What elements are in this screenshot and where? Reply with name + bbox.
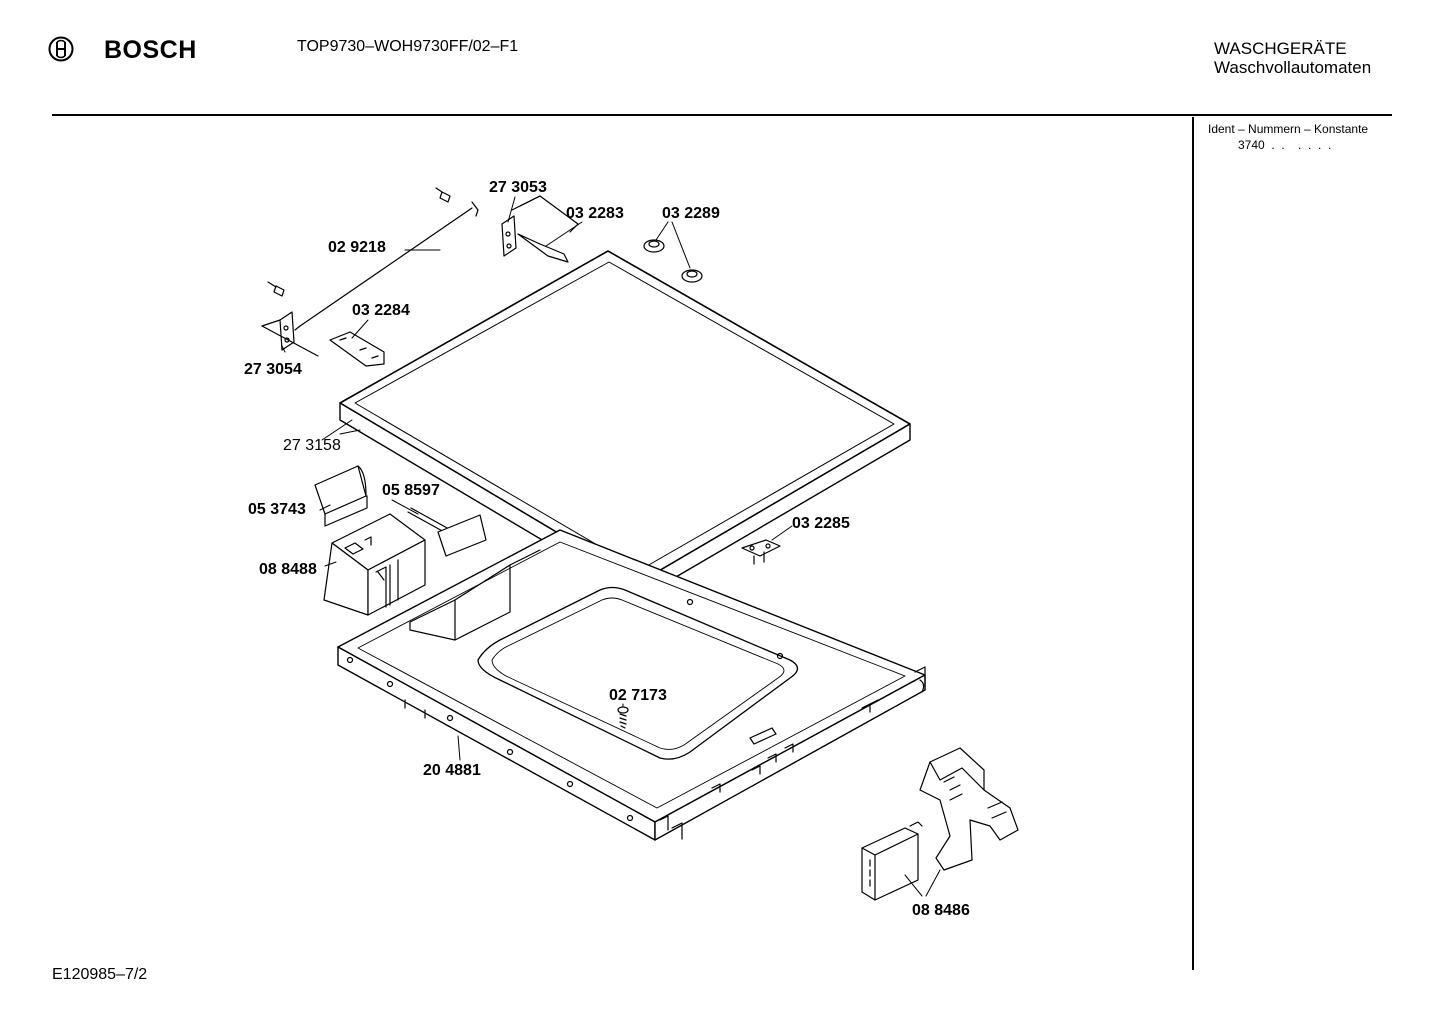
detergent-drawer-housing: [323, 513, 426, 616]
drawer-pin: [407, 507, 487, 557]
brand-name: BOSCH: [104, 36, 197, 64]
header-divider: [52, 114, 1392, 116]
ident-label: Ident – Nummern – Konstante: [1208, 122, 1369, 136]
part-label-273053: 27 3053: [489, 179, 547, 196]
part-label-273158: 27 3158: [283, 437, 341, 454]
part-label-032284: 03 2284: [352, 302, 410, 319]
category-line-1: WASCHGERÄTE: [1214, 39, 1347, 58]
part-label-027173: 02 7173: [609, 687, 667, 704]
part-label-273054: 27 3054: [244, 361, 302, 378]
leader-lines: [281, 196, 941, 897]
drawer-cover: [314, 465, 368, 527]
category-heading: WASCHGERÄTE Waschvollautomaten: [1214, 39, 1394, 77]
part-label-032289: 03 2289: [662, 205, 720, 222]
base-frame: [337, 529, 926, 841]
part-label-053743: 05 3743: [248, 501, 306, 518]
ident-value: 3740 . . . . . .: [1238, 138, 1332, 152]
rubber-feet: [643, 239, 703, 283]
hinge-right: [501, 215, 569, 263]
drawing-code: E120985–7/2: [52, 966, 148, 983]
screw-027173: [617, 706, 629, 729]
clip-032285: [741, 539, 781, 565]
bracket-032284: [329, 331, 385, 367]
part-label-058597: 05 8597: [382, 482, 440, 499]
bosch-logo-icon: [48, 36, 74, 62]
top-cover-lid: [339, 250, 911, 599]
exploded-parts-diagram: 27 3053 03 2283 03 2289 02 9218 03 2284 …: [244, 179, 1019, 919]
part-labels: 27 3053 03 2283 03 2289 02 9218 03 2284 …: [244, 179, 970, 919]
part-label-032285: 03 2285: [792, 515, 850, 532]
part-label-029218: 02 9218: [328, 239, 386, 256]
model-code: TOP9730–WOH9730FF/02–F1: [297, 38, 519, 55]
part-label-204881: 20 4881: [423, 762, 481, 779]
part-label-088486: 08 8486: [912, 902, 970, 919]
part-label-088488: 08 8488: [259, 561, 317, 578]
sidebar-divider: [1192, 117, 1194, 970]
category-line-2: Waschvollautomaten: [1214, 58, 1372, 77]
hinge-rod: [267, 187, 579, 331]
part-label-032283: 03 2283: [566, 205, 624, 222]
interlock-module: [861, 747, 1019, 901]
hinge-left: [261, 311, 319, 357]
